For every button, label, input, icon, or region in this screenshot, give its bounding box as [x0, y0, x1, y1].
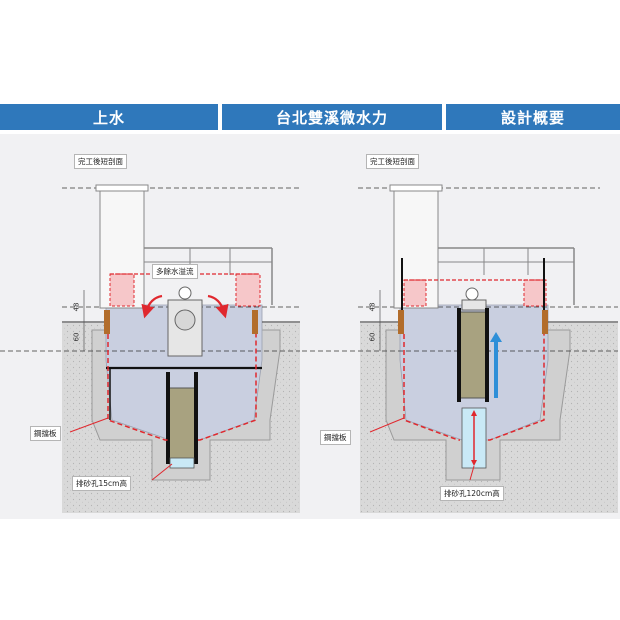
- right-dim-60: 60: [368, 332, 377, 342]
- right-post-wood-left: [398, 310, 404, 334]
- left-dim-48: 48: [72, 302, 81, 312]
- left-steel-gate: [167, 387, 197, 461]
- right-hole-label: 排砂孔120cm高: [440, 486, 504, 501]
- left-hole-label: 排砂孔15cm高: [72, 476, 131, 491]
- banner-right: 設計概要: [446, 104, 620, 130]
- left-overflow-wall-left: [109, 273, 135, 307]
- left-overflow-label: 多餘水溢流: [152, 264, 198, 279]
- left-plate-outline: [107, 334, 257, 441]
- right-wall-right: [523, 279, 547, 307]
- left-hole-leader: [151, 463, 173, 481]
- right-post-wood-right: [542, 310, 548, 334]
- left-drawing: [0, 184, 300, 513]
- right-steel-gate: [459, 311, 487, 399]
- left-overflow-arrow-right: [207, 294, 229, 319]
- banner-left-title: 上水: [92, 109, 125, 127]
- right-hole-dim-top: [471, 410, 477, 416]
- right-drawing: [302, 184, 618, 513]
- banner-right-title: 設計概要: [500, 109, 565, 127]
- left-post-left: [104, 310, 110, 334]
- right-section-label: 完工後短剖面: [366, 154, 419, 169]
- right-turbine-base: [461, 299, 487, 311]
- right-hole-dim-bottom: [471, 460, 477, 466]
- left-plate-leader: [69, 417, 109, 433]
- right-plate-label: 鋼擋板: [320, 430, 351, 445]
- left-dim-60: 60: [72, 332, 81, 342]
- left-post-right: [252, 310, 258, 334]
- right-lift-arrow-head: [490, 332, 502, 342]
- right-plate-outline: [403, 334, 545, 441]
- right-wall-left: [403, 279, 427, 307]
- left-overflow-arrow-left: [141, 294, 163, 319]
- left-overflow-wall-right: [235, 273, 261, 307]
- left-turbine-head: [178, 286, 192, 300]
- left-gate-guide-left: [166, 372, 170, 464]
- left-tower-cap: [95, 184, 149, 192]
- banner-center-title: 台北雙溪微水力: [275, 109, 388, 127]
- right-turbine-head: [465, 287, 479, 301]
- right-gate-guide-left: [457, 308, 461, 402]
- left-plate-label: 鋼擋板: [30, 426, 61, 441]
- left-section-label: 完工後短剖面: [74, 154, 127, 169]
- right-hole-leader: [469, 465, 475, 481]
- right-dim-48: 48: [368, 302, 377, 312]
- left-gate-guide-right: [194, 372, 198, 464]
- right-plate-leader: [369, 417, 405, 433]
- banner-left: 上水: [0, 104, 218, 130]
- left-sand-hole: [169, 457, 195, 469]
- right-gate-guide-right: [485, 308, 489, 402]
- banner-center: 台北雙溪微水力: [222, 104, 442, 130]
- right-tower-cap: [389, 184, 443, 192]
- left-turbine-runner: [174, 309, 196, 331]
